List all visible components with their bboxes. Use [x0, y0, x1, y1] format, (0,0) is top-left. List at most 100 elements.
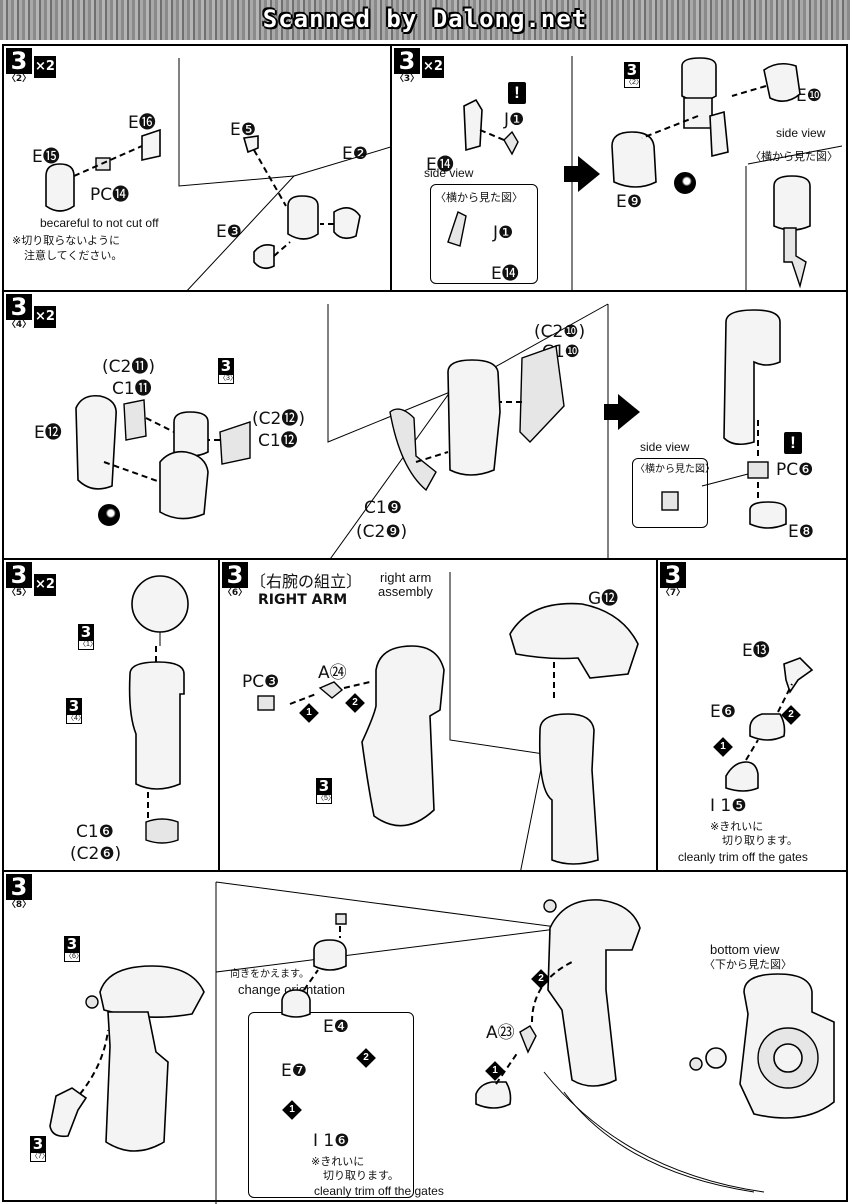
- part-label-e16: E⓰: [128, 113, 156, 133]
- ref-sub: 〈5〉: [316, 794, 335, 804]
- panel-step-3-6: 3〈6〉 〔右腕の組立〕 RIGHT ARM right arm assembl…: [218, 558, 658, 874]
- part-label-c2-12: (C2⓬): [252, 409, 305, 429]
- part-label-e15: E⓯: [32, 147, 60, 167]
- part-label-pc6: PC❻: [776, 460, 814, 480]
- step-sub: 〈4〉: [6, 320, 32, 330]
- side-view-caption: 〈横から見た図〉: [635, 464, 715, 475]
- step-number: 3: [6, 562, 32, 589]
- side-view-label: side view: [424, 166, 474, 180]
- warning-icon: !: [508, 82, 526, 104]
- sub-assembly-inset: E❹ E❼ 2 1 I 1❻ ※きれいに 切り取ります。: [248, 1012, 414, 1198]
- side-view-caption: 〈横から見た図〉: [435, 191, 523, 204]
- part-label-j1: J❶: [504, 110, 525, 130]
- orientation-note-japanese: 向きをかえます。: [230, 969, 309, 980]
- step-sub: 〈7〉: [660, 588, 686, 598]
- step-number: 3: [660, 562, 686, 589]
- ref-sub: 〈4〉: [66, 714, 85, 724]
- step-badge: 3〈3〉: [394, 48, 420, 85]
- panel-step-3-7: 3〈7〉 E⓭ E❻ 1 2 I 1❺ ※きれいに 切り取ります。 cleanl…: [656, 558, 848, 872]
- polycap-marker-icon: [674, 172, 696, 194]
- ref-sub: 〈2〉: [624, 78, 643, 88]
- step-number: 3: [394, 48, 420, 75]
- step-3-6-illustration: [257, 572, 639, 874]
- step-sub: 〈5〉: [6, 588, 32, 598]
- warning-icon: !: [784, 432, 802, 454]
- section-subtitle-english-2: assembly: [378, 584, 433, 599]
- step-badge: 3〈6〉: [222, 562, 248, 599]
- part-label-e7: E❼: [281, 1061, 307, 1081]
- banner-text: Scanned by Dalong.net: [262, 5, 588, 33]
- bottom-view-caption: 〈下から見た図〉: [704, 958, 792, 971]
- multiplier-badge: ×2: [422, 56, 444, 78]
- note-japanese-line1: ※きれいに: [710, 820, 764, 833]
- step-sub: 〈6〉: [222, 588, 248, 598]
- side-view-right-label: side view: [776, 126, 826, 140]
- panel-step-3-2: 3〈2〉 ×2 E⓰ E⓯ PC⓮ E❺ E❷ E❸ becareful to …: [2, 44, 394, 294]
- step-number: 3: [6, 874, 32, 901]
- step-sub: 〈2〉: [6, 74, 32, 84]
- step-badge: 3〈5〉: [6, 562, 32, 599]
- part-label-g12: G⓬: [588, 589, 619, 609]
- ref-number: 3: [66, 698, 82, 715]
- part-label-i16: I 1❻: [313, 1131, 350, 1151]
- step-number: 3: [222, 562, 248, 589]
- part-label-e12: E⓬: [34, 423, 62, 443]
- bottom-view-label: bottom view: [710, 942, 780, 957]
- step-3-5-illustration: [128, 575, 189, 844]
- part-label-e4: E❹: [323, 1017, 349, 1037]
- multiplier-badge: ×2: [34, 56, 56, 78]
- panel-step-3-8: 3〈8〉 3〈6〉 3〈7〉 向きをかえます。 change orientati…: [2, 870, 848, 1204]
- part-label-e3: E❸: [216, 222, 242, 242]
- panel-step-3-5: 3〈5〉 ×2 3〈1〉 3〈4〉 C1❻ (C2❻): [2, 558, 220, 872]
- part-label-e5: E❺: [230, 120, 256, 140]
- part-label-c2-11: (C2⓫): [102, 357, 155, 377]
- ref-sub: 〈6〉: [64, 952, 83, 962]
- polycap-marker-icon: [98, 504, 120, 526]
- ref-number: 3: [316, 778, 332, 795]
- multiplier-badge: ×2: [34, 306, 56, 328]
- part-label-e8: E❽: [788, 522, 814, 542]
- part-label-c2-9: (C2❾): [356, 522, 408, 542]
- orientation-note-english: change orientation: [238, 982, 345, 997]
- part-label-e14: E⓮: [426, 155, 454, 175]
- step-badge: 3〈7〉: [660, 562, 686, 599]
- note-english: cleanly trim off the gates: [678, 850, 808, 864]
- ref-sub: 〈3〉: [218, 374, 237, 384]
- side-view-inset: 〈横から見た図〉 J❶ E⓮: [430, 184, 538, 284]
- part-label-a23: A㉓: [486, 1023, 515, 1043]
- part-label-e9: E❾: [616, 192, 642, 212]
- ref-step-3-7: 3〈7〉: [30, 1136, 49, 1162]
- step-3-3-illustration: [447, 56, 843, 294]
- step-sub: 〈8〉: [6, 900, 32, 910]
- section-title-japanese: 〔右腕の組立〕: [250, 572, 363, 591]
- ref-number: 3: [624, 62, 640, 79]
- panel-step-3-4: 3〈4〉 ×2 (C2⓫) C1⓫ E⓬ 3〈3〉 (C2⓬) C1⓬ (C2❿…: [2, 290, 848, 562]
- part-label-c1-9: C1❾: [364, 498, 402, 518]
- part-label-c1-12: C1⓬: [258, 431, 298, 451]
- multiplier-badge: ×2: [34, 574, 56, 596]
- panel-step-3-3: 3〈3〉 ×2 ! J❶ E⓮ side view 〈横から見た図〉 J❶ E⓮…: [390, 44, 848, 294]
- part-label-a24: A㉔: [318, 663, 347, 683]
- step-badge: 3〈4〉: [6, 294, 32, 331]
- ref-number: 3: [218, 358, 234, 375]
- ref-number: 3: [30, 1136, 46, 1153]
- step-badge: 3〈2〉: [6, 48, 32, 85]
- ref-step-3-5: 3〈5〉: [316, 778, 335, 804]
- ref-step-3-1: 3〈1〉: [78, 624, 97, 650]
- inset-label-e14: E⓮: [491, 264, 519, 284]
- scan-banner: Scanned by Dalong.net: [0, 0, 850, 40]
- part-label-pc3: PC❸: [242, 672, 280, 692]
- step-3-4-illustration: [75, 303, 787, 562]
- part-label-e10: E❿: [796, 86, 822, 106]
- side-view-label: side view: [640, 440, 690, 454]
- part-label-e2: E❷: [342, 144, 368, 164]
- ref-sub: 〈7〉: [30, 1152, 49, 1162]
- part-label-e6: E❻: [710, 702, 736, 722]
- note-japanese-line1: ※きれいに: [311, 1155, 365, 1168]
- ref-number: 3: [78, 624, 94, 641]
- step-3-8-illustration: [49, 881, 835, 1204]
- note-japanese-line2: 注意してください。: [24, 249, 123, 262]
- step-3-7-illustration: [725, 657, 814, 792]
- ref-sub: 〈1〉: [78, 640, 97, 650]
- ref-step-3-6: 3〈6〉: [64, 936, 83, 962]
